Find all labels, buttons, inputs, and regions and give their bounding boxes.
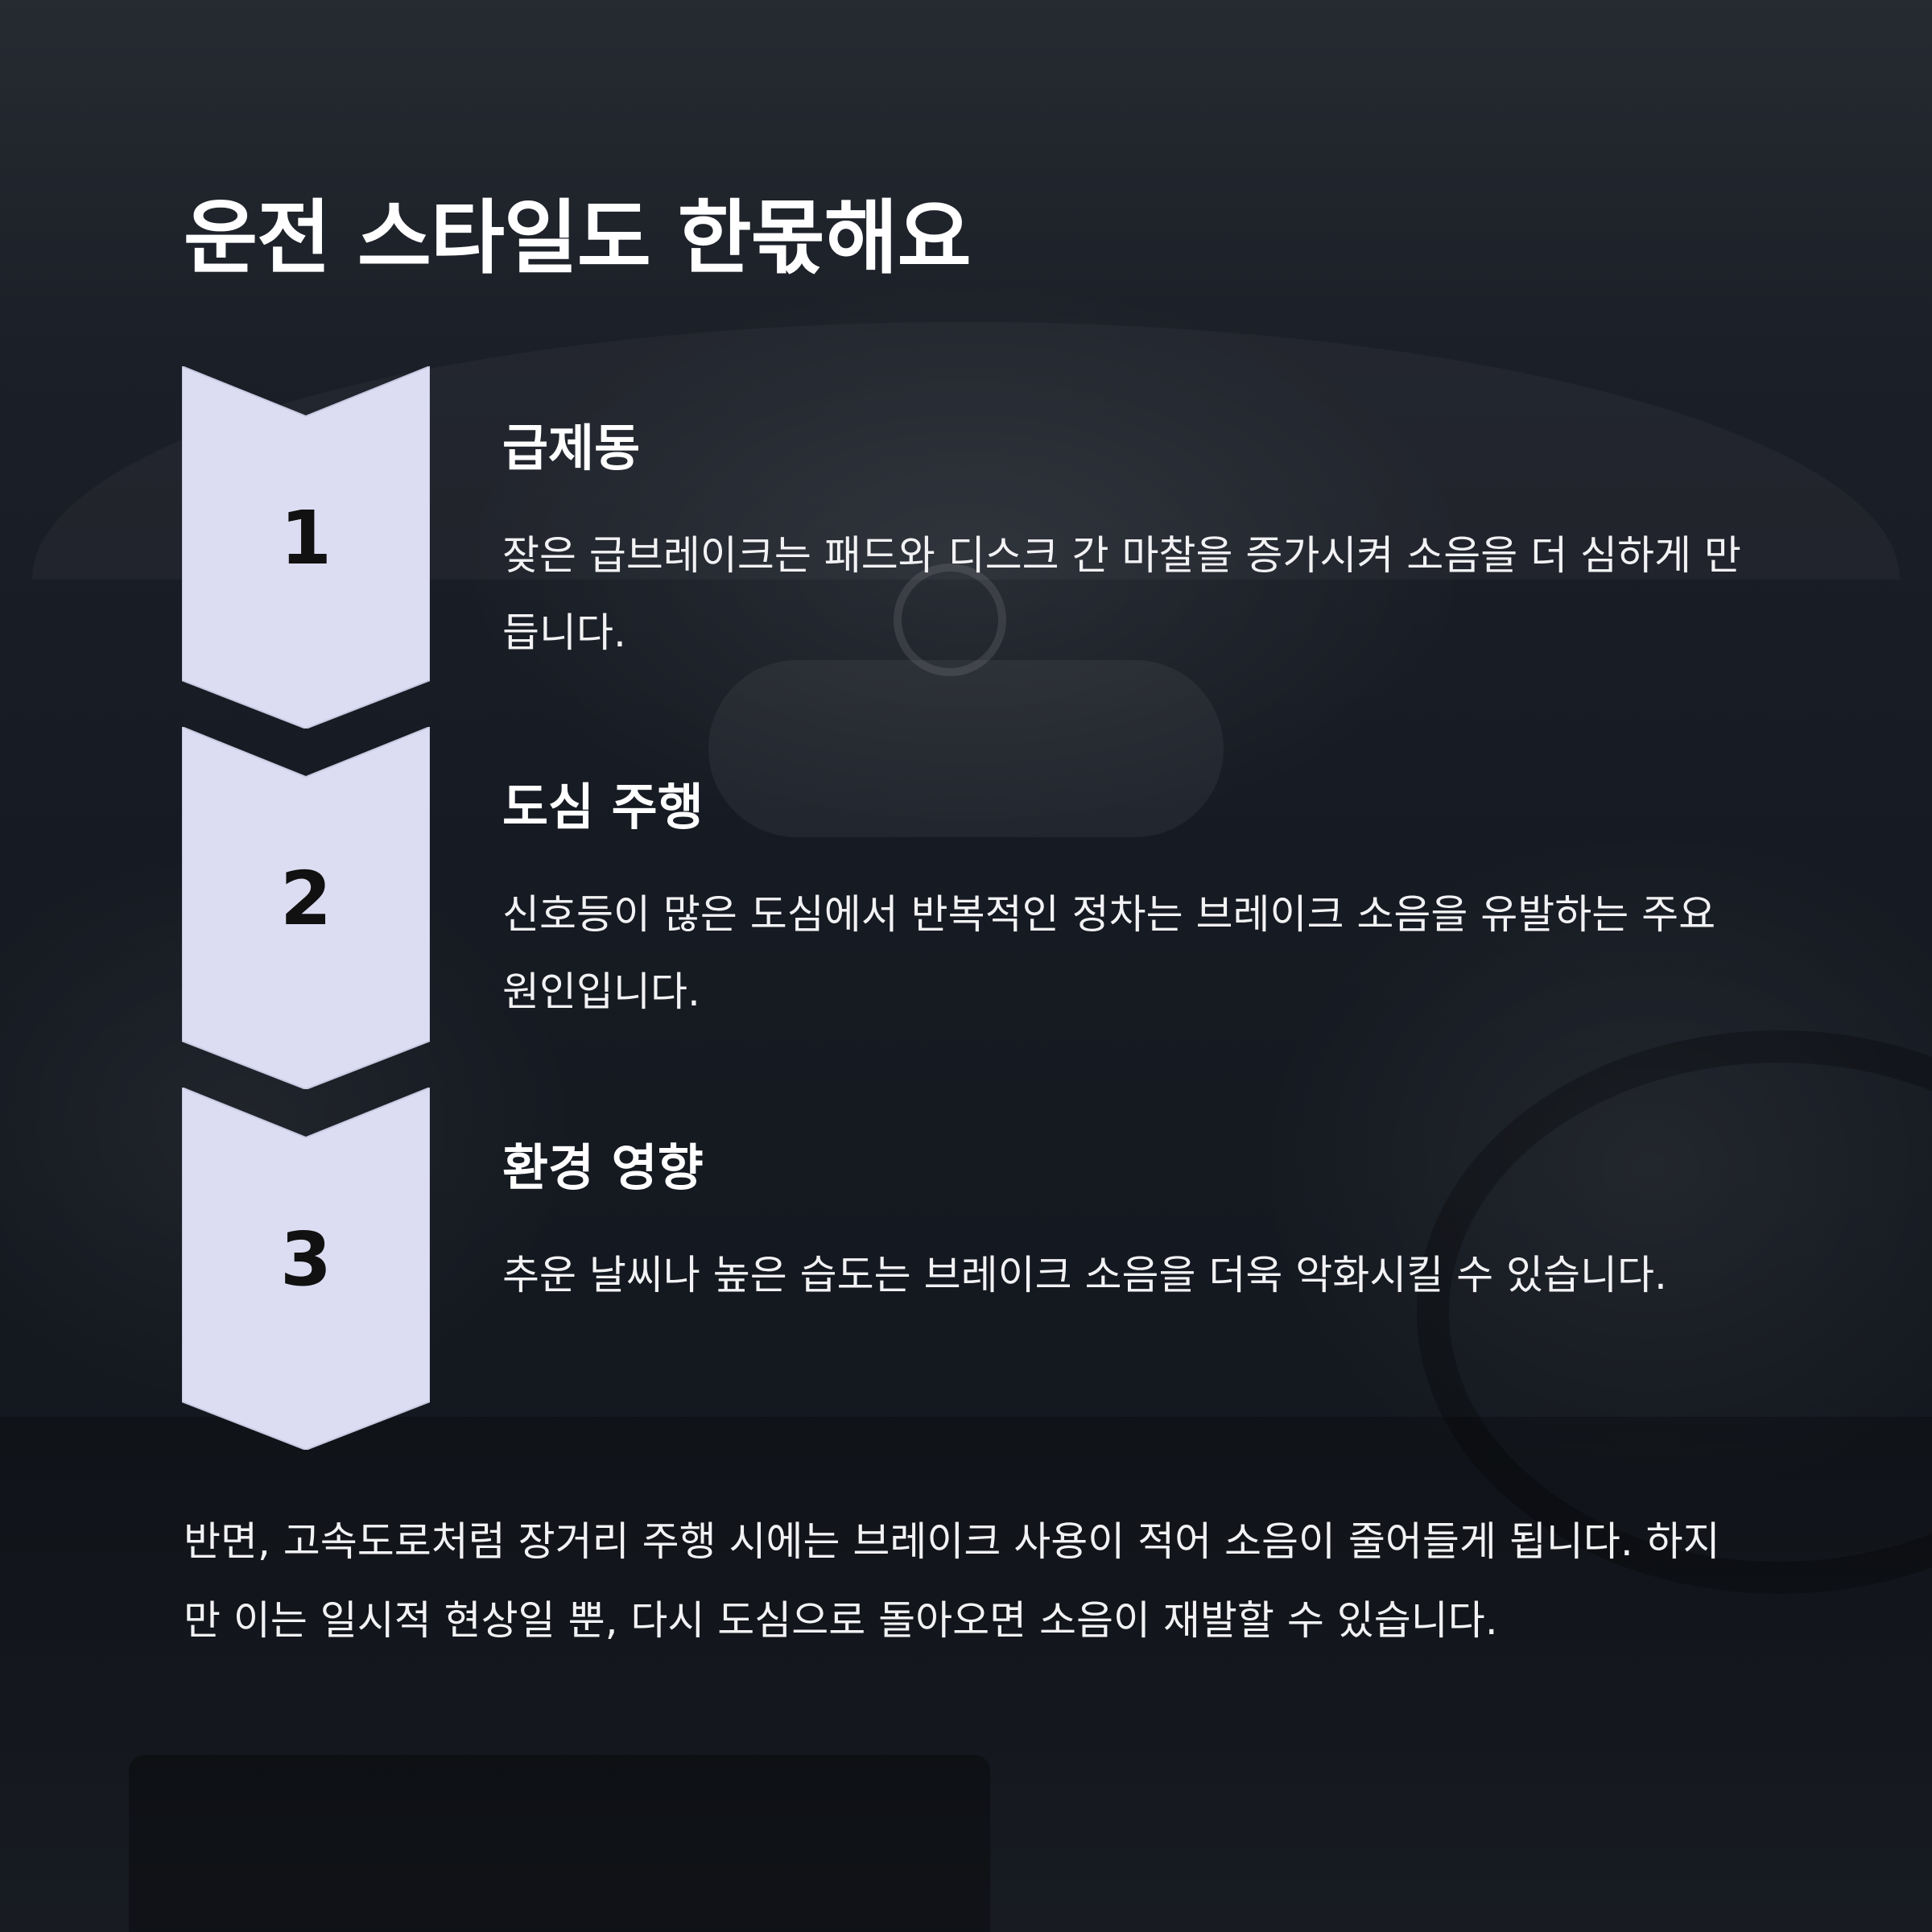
closing-paragraph: 반면, 고속도로처럼 장거리 주행 시에는 브레이크 사용이 적어 소음이 줄어… xyxy=(184,1518,1720,1644)
step-number: 2 xyxy=(279,856,332,942)
step-heading: 환경 영향 xyxy=(502,1138,704,1197)
background-screen xyxy=(129,1755,990,1932)
step-description: 추운 날씨나 높은 습도는 브레이크 소음을 더욱 악화시킬 수 있습니다. xyxy=(502,1252,1667,1299)
step-number: 3 xyxy=(279,1216,332,1302)
step-2-chevron: 2 xyxy=(182,727,430,1089)
background-dashboard xyxy=(0,1417,1932,1932)
step-1-chevron: 1 xyxy=(182,366,430,729)
step-heading: 도심 주행 xyxy=(502,778,704,836)
step-number: 1 xyxy=(279,495,332,581)
step-description: 신호등이 많은 도심에서 반복적인 정차는 브레이크 소음을 유발하는 주요 원… xyxy=(502,891,1716,1016)
chevron-shape xyxy=(182,1088,430,1450)
step-1: 급제동 잦은 급브레이크는 패드와 디스크 간 마찰을 증가시켜 소음을 더 심… xyxy=(502,419,1758,671)
chevron-shape xyxy=(182,366,430,729)
step-heading: 급제동 xyxy=(502,419,641,477)
step-description: 잦은 급브레이크는 패드와 디스크 간 마찰을 증가시켜 소음을 더 심하게 만… xyxy=(502,532,1741,657)
step-3-chevron: 3 xyxy=(182,1088,430,1450)
step-3: 환경 영향 추운 날씨나 높은 습도는 브레이크 소음을 더욱 악화시킬 수 있… xyxy=(502,1138,1758,1314)
chevron-shape xyxy=(182,727,430,1089)
step-2: 도심 주행 신호등이 많은 도심에서 반복적인 정차는 브레이크 소음을 유발하… xyxy=(502,778,1758,1030)
page-title: 운전 스타일도 한몫해요 xyxy=(184,191,972,285)
